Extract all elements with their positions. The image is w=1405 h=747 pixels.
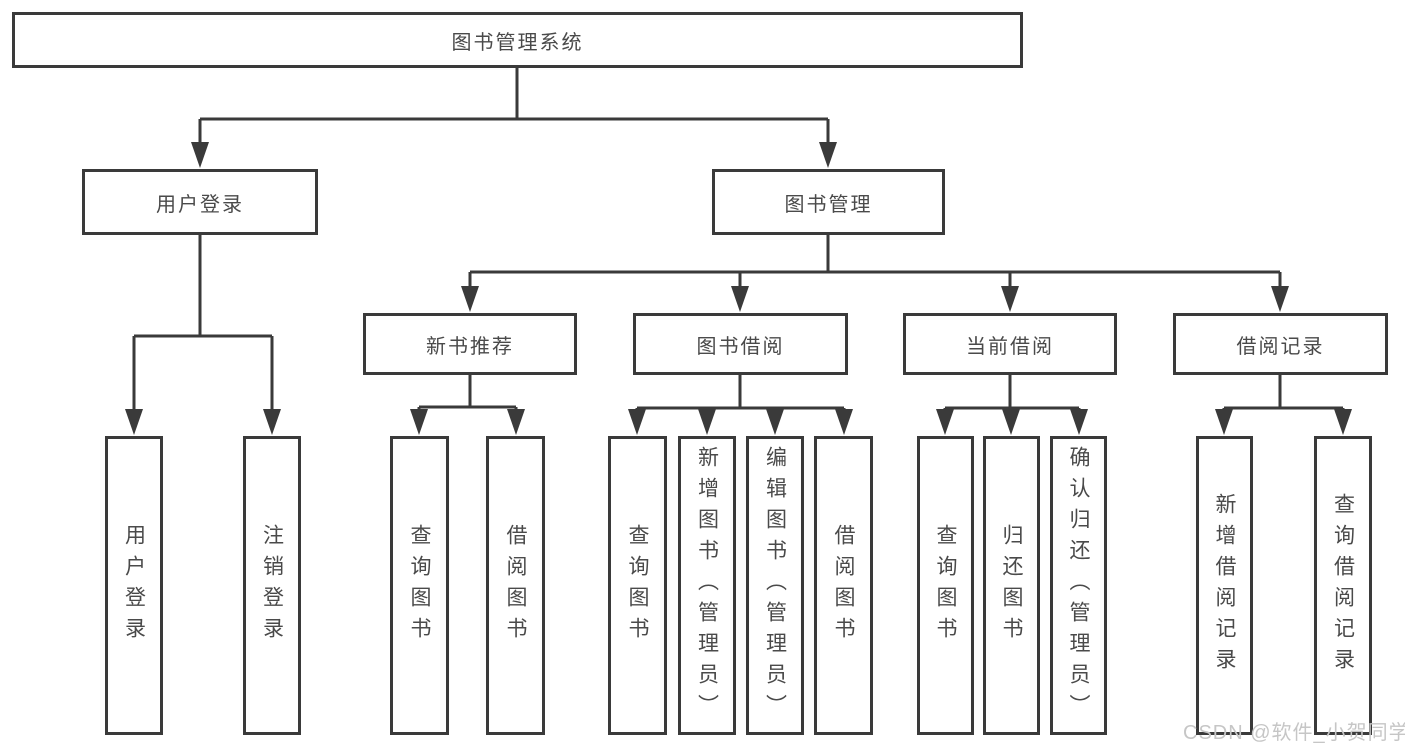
leaf-borrowing-query-books: 查询图书 [608,436,667,735]
leaf-current-confirm-return-admin: 确认归还（管理员） [1050,436,1107,735]
leaf-current-query-books: 查询图书 [917,436,974,735]
connector-current-borrowing [936,375,1088,435]
leaf-current-return-books: 归还图书 [983,436,1040,735]
arrowhead [628,409,646,435]
arrowhead [835,409,853,435]
leaf-borrowing-borrow-books: 借阅图书 [814,436,873,735]
arrowhead [766,409,784,435]
arrowhead [1002,409,1020,435]
arrowhead [1070,409,1088,435]
leaf-user-login: 用户登录 [105,436,163,735]
arrowhead [1271,286,1289,312]
arrowhead [1334,409,1352,435]
connector-new-book-recommend [410,375,525,435]
leaf-recommend-borrow-books: 借阅图书 [486,436,545,735]
arrowhead [698,409,716,435]
arrowhead [1215,409,1233,435]
node-user-login: 用户登录 [82,169,318,235]
node-book-borrowing: 图书借阅 [633,313,848,375]
leaf-borrowing-edit-books-admin: 编辑图书（管理员） [746,436,804,735]
connector-borrowing-records [1215,375,1352,435]
arrowhead [507,409,525,435]
csdn-watermark: CSDN @软件_小贺同学 [1183,722,1405,744]
node-current-borrowing: 当前借阅 [903,313,1117,375]
arrowhead [263,409,281,435]
arrowhead [191,142,209,168]
leaf-recommend-query-books: 查询图书 [390,436,449,735]
connector-root [191,68,837,168]
arrowhead [731,286,749,312]
arrowhead [1001,286,1019,312]
arrowhead [936,409,954,435]
leaf-borrowing-add-books-admin: 新增图书（管理员） [678,436,736,735]
node-new-book-recommend: 新书推荐 [363,313,577,375]
connector-book-management [461,235,1289,312]
leaf-logout: 注销登录 [243,436,301,735]
arrowhead [410,409,428,435]
connector-book-borrowing [628,375,853,435]
leaf-records-query-record: 查询借阅记录 [1314,436,1372,735]
leaf-records-add-record: 新增借阅记录 [1196,436,1253,735]
node-book-management: 图书管理 [712,169,945,235]
node-borrowing-records: 借阅记录 [1173,313,1388,375]
arrowhead [819,142,837,168]
arrowhead [461,286,479,312]
connector-user-login [125,235,281,435]
node-root: 图书管理系统 [12,12,1023,68]
arrowhead [125,409,143,435]
